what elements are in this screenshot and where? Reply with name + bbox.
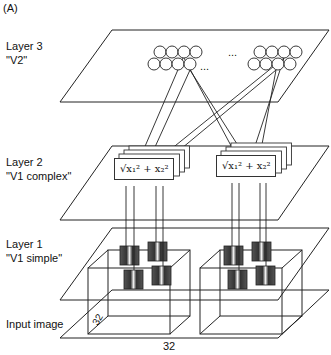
v2-units — [148, 46, 302, 70]
formula-text: √x₁² + x₂² — [222, 159, 270, 173]
text-label: Layer 2 — [6, 156, 43, 169]
text-label: "V1 complex" — [6, 170, 71, 183]
formula-box: √x₁² + x₂² — [114, 158, 174, 180]
text-label: 32 — [163, 340, 175, 353]
formula-box: √x₁² + x₂² — [216, 155, 276, 177]
text-label: 32 — [89, 311, 106, 327]
input-plane — [60, 290, 329, 338]
text-label: Layer 1 — [6, 238, 43, 251]
feed-lines — [126, 183, 266, 270]
layer1-plane — [60, 228, 329, 300]
text-label: Input image — [6, 318, 63, 331]
receptive-field-cube — [200, 250, 302, 334]
ellipsis: ... — [200, 60, 209, 73]
text-label: "V1 simple" — [6, 252, 62, 265]
text-label: "V2" — [6, 54, 27, 67]
ellipsis: ... — [228, 46, 237, 59]
gabor-filters — [120, 242, 275, 289]
text-label: Layer 3 — [6, 40, 43, 53]
formula-text: √x₁² + x₂² — [120, 162, 168, 176]
layer3-plane — [60, 30, 329, 102]
text-label: (A) — [3, 2, 18, 15]
